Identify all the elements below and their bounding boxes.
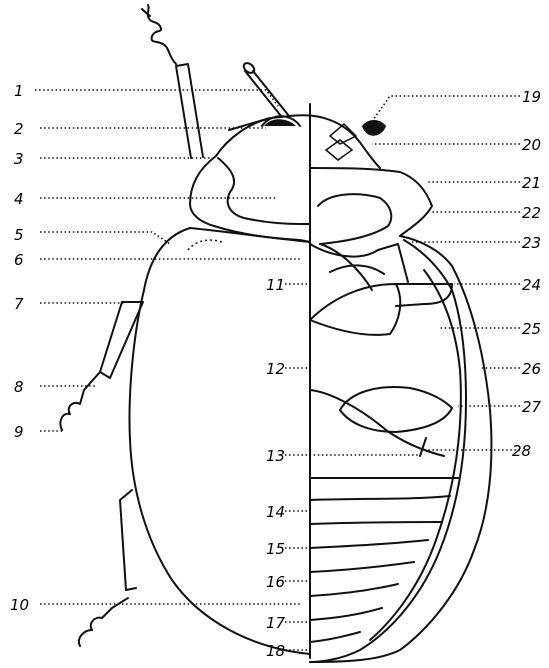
label-1: 1 <box>14 82 24 100</box>
label-20: 20 <box>522 136 541 154</box>
label-24: 24 <box>522 276 541 294</box>
label-23: 23 <box>522 234 541 252</box>
labels: 1 2 3 4 5 6 7 8 9 10 11 12 13 14 15 16 1… <box>10 82 542 660</box>
label-12: 12 <box>266 360 285 378</box>
right-antenna <box>242 61 289 116</box>
label-28: 28 <box>512 442 531 460</box>
label-3: 3 <box>14 150 24 168</box>
label-7: 7 <box>14 295 24 313</box>
label-17: 17 <box>266 614 286 632</box>
label-26: 26 <box>522 360 541 378</box>
label-22: 22 <box>522 204 541 222</box>
label-14: 14 <box>266 503 285 521</box>
label-15: 15 <box>266 540 285 558</box>
label-5: 5 <box>14 226 24 244</box>
label-8: 8 <box>14 378 24 396</box>
label-18: 18 <box>266 642 285 660</box>
label-11: 11 <box>266 276 285 294</box>
left-antenna <box>142 5 203 158</box>
label-21: 21 <box>522 174 541 192</box>
front-left-leg <box>60 302 143 430</box>
label-25: 25 <box>522 320 541 338</box>
label-13: 13 <box>266 447 285 465</box>
head <box>216 115 386 168</box>
label-27: 27 <box>522 398 542 416</box>
label-6: 6 <box>14 251 24 269</box>
label-2: 2 <box>14 120 24 138</box>
ventral-side <box>310 124 491 662</box>
label-4: 4 <box>14 190 24 208</box>
label-16: 16 <box>266 573 285 591</box>
label-9: 9 <box>14 423 24 441</box>
hind-left-leg <box>79 490 136 646</box>
label-19: 19 <box>522 88 541 106</box>
label-10: 10 <box>10 596 29 614</box>
